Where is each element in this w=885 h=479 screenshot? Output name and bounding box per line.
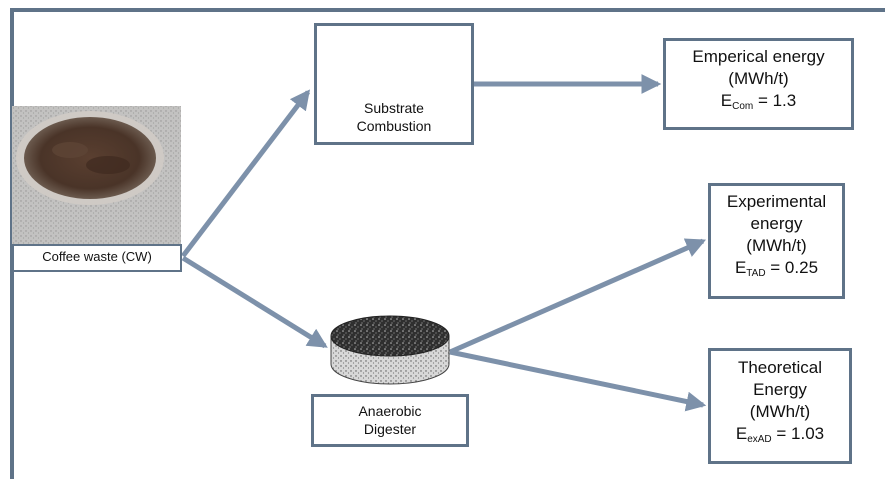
experimental-energy-node: Experimental energy (MWh/t) ETAD = 0.25 bbox=[708, 183, 845, 299]
emperical-equation: ECom = 1.3 bbox=[666, 90, 851, 118]
experimental-line1: Experimental bbox=[726, 192, 827, 211]
experimental-line2: energy bbox=[750, 214, 803, 233]
coffee-waste-node: Coffee waste (CW) bbox=[12, 244, 182, 272]
theoretical-subscript: exAD bbox=[747, 434, 772, 445]
digester-icon bbox=[330, 315, 450, 385]
emperical-line1: Emperical energy bbox=[692, 47, 825, 66]
emperical-symbol: E bbox=[720, 91, 733, 110]
emperical-subscript: Com bbox=[732, 101, 754, 112]
theoretical-line1: Theoretical bbox=[737, 358, 823, 377]
theoretical-symbol: E bbox=[735, 424, 748, 443]
theoretical-value: = 1.03 bbox=[771, 424, 825, 443]
arrow-cw-to-combustion bbox=[181, 89, 311, 258]
experimental-line3: (MWh/t) bbox=[746, 236, 807, 255]
theoretical-line2: Energy bbox=[753, 380, 807, 399]
arrow-cw-to-digester bbox=[181, 255, 328, 349]
substrate-combustion-line1: Substrate bbox=[364, 100, 424, 116]
theoretical-equation: EexAD = 1.03 bbox=[711, 423, 849, 451]
coffee-waste-photo bbox=[12, 106, 181, 246]
emperical-energy-node: Emperical energy (MWh/t) ECom = 1.3 bbox=[663, 38, 854, 130]
emperical-value: = 1.3 bbox=[753, 91, 797, 110]
substrate-combustion-line2: Combustion bbox=[356, 118, 432, 134]
experimental-symbol: E bbox=[734, 258, 747, 277]
experimental-value: = 0.25 bbox=[765, 258, 819, 277]
emperical-line2: (MWh/t) bbox=[728, 69, 789, 88]
coffee-waste-label: Coffee waste (CW) bbox=[42, 249, 152, 264]
frame-top-border bbox=[10, 8, 885, 12]
experimental-subscript: TAD bbox=[746, 268, 766, 279]
anaerobic-digester-node: Anaerobic Digester bbox=[311, 394, 469, 447]
anaerobic-digester-line1: Anaerobic bbox=[358, 403, 422, 419]
arrow-digester-to-theoretical bbox=[449, 349, 707, 412]
theoretical-line3: (MWh/t) bbox=[749, 402, 811, 421]
anaerobic-digester-line2: Digester bbox=[363, 421, 417, 437]
theoretical-energy-node: Theoretical Energy (MWh/t) EexAD = 1.03 bbox=[708, 348, 852, 464]
experimental-equation: ETAD = 0.25 bbox=[711, 257, 842, 285]
substrate-combustion-node: Substrate Combustion bbox=[314, 23, 474, 145]
arrow-digester-to-experimental bbox=[448, 238, 707, 355]
